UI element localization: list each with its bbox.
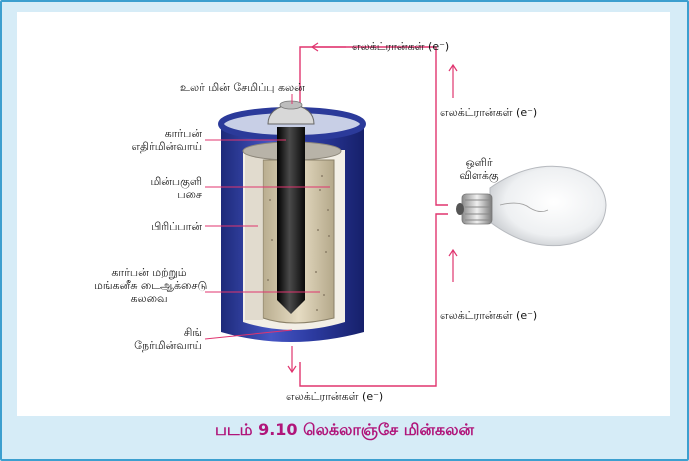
electron-arrow-top xyxy=(310,42,346,52)
electron-arrow-right-upper xyxy=(448,63,458,98)
label-bulb-line2: விளக்கு xyxy=(459,169,499,182)
electron-arrow-right-lower xyxy=(448,248,458,282)
paste-speckles xyxy=(267,175,330,311)
label-carbon-line1: கார்பன் xyxy=(164,127,202,140)
label-dry-cell: உலர் மின் சேமிப்பு கலன் xyxy=(180,81,305,94)
label-paste-line2: பசை xyxy=(177,188,202,201)
label-mix-line2: மங்கனீசு டைஆக்சைடு xyxy=(94,279,208,292)
light-bulb xyxy=(456,165,607,247)
label-separator: பிரிப்பான் xyxy=(151,220,202,233)
pointer-lines xyxy=(204,94,330,340)
label-carbon-line2: எதிர்மின்வாய் xyxy=(131,140,202,153)
label-mix-line1: கார்பன் மற்றும் xyxy=(111,266,187,279)
label-electrolyte-paste: மின்பகுளி பசை xyxy=(120,175,202,201)
label-zinc-line1: சிங் xyxy=(183,326,202,339)
carbon-rod xyxy=(277,127,305,314)
label-zinc-line2: நேர்மின்வாய் xyxy=(134,339,202,352)
label-carbon-electrode: கார்பன் எதிர்மின்வாய் xyxy=(120,127,202,153)
label-light-bulb: ஒளிர் விளக்கு xyxy=(444,156,514,182)
label-zinc-electrode: சிங் நேர்மின்வாய் xyxy=(120,326,202,352)
electron-arrow-bottom xyxy=(287,346,297,374)
label-bulb-line1: ஒளிர் xyxy=(465,156,493,169)
label-electrons-right-lower: எலக்ட்ரான்கள் (e⁻) xyxy=(440,309,538,322)
label-mix-line3: கலவை xyxy=(130,292,168,305)
label-electrons-bottom: எலக்ட்ரான்கள் (e⁻) xyxy=(286,390,384,403)
label-carbon-mno2-mix: கார்பன் மற்றும் மங்கனீசு டைஆக்சைடு கலவை xyxy=(94,266,208,305)
circuit-wire xyxy=(299,46,448,387)
label-electrons-top: எலக்ட்ரான்கள் (e⁻) xyxy=(352,40,450,53)
label-electrons-right-upper: எலக்ட்ரான்கள் (e⁻) xyxy=(440,106,538,119)
label-paste-line1: மின்பகுளி xyxy=(150,175,202,188)
terminal-cap xyxy=(267,100,315,125)
figure-caption: படம் 9.10 லெக்லாஞ்சே மின்கலன் xyxy=(214,420,474,439)
